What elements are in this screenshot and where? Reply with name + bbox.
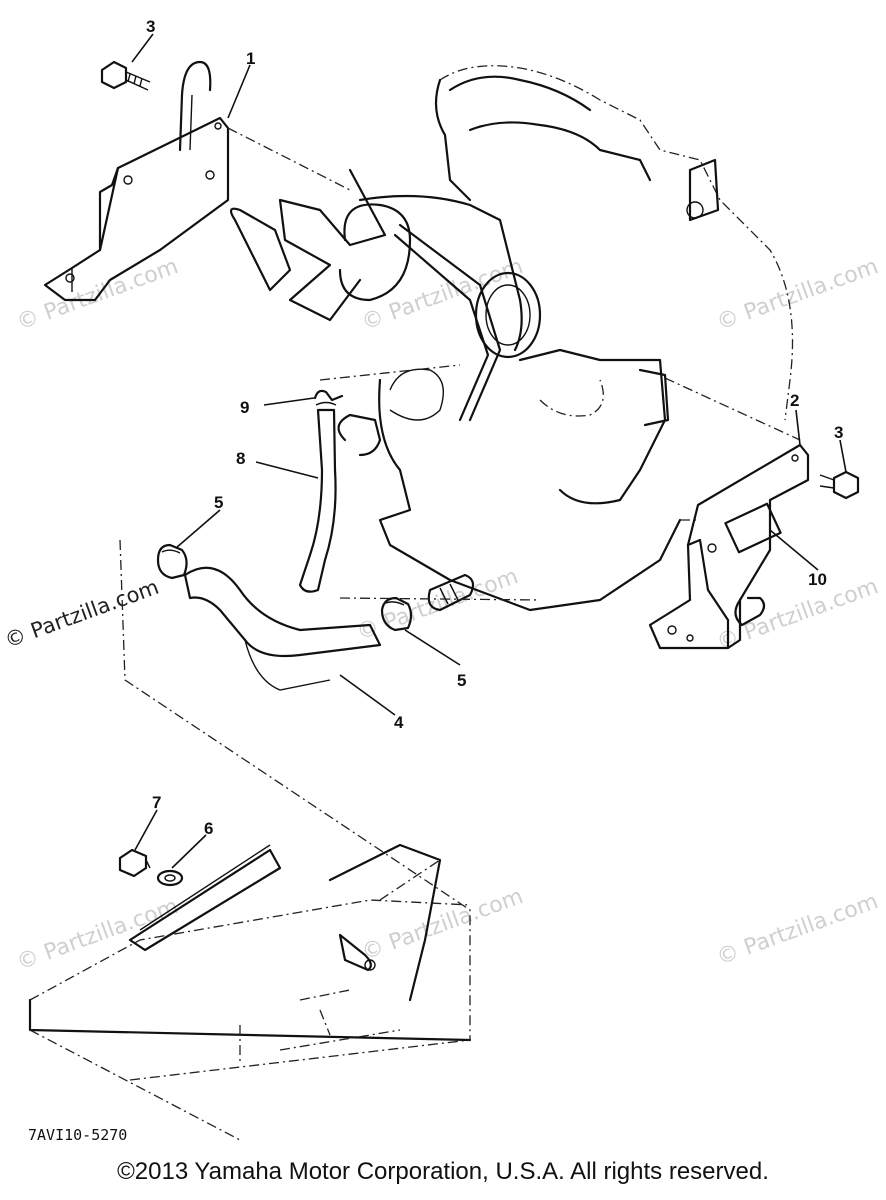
- leader-line: [119, 539, 471, 1040]
- engine-block: [227, 65, 801, 612]
- washer-6: [156, 869, 184, 887]
- bolt-top-left: [100, 60, 151, 91]
- diagram-code: 7AVI10-5270: [28, 1126, 127, 1144]
- callout-6: 6: [204, 819, 213, 838]
- watermark: © Partzilla.com: [714, 889, 882, 971]
- watermark-left: © Partzilla.com: [2, 575, 162, 653]
- callout-9: 9: [240, 398, 249, 417]
- callout-10: 10: [808, 570, 827, 589]
- engine-bracket-left: [43, 60, 230, 302]
- callout-5-left: 5: [214, 493, 223, 512]
- copyright-notice: ©2013 Yamaha Motor Corporation, U.S.A. A…: [117, 1158, 769, 1185]
- clamp-5-right: [380, 596, 413, 632]
- clamp-5-left: [156, 543, 188, 580]
- frame-lower: [28, 843, 472, 1141]
- callout-1: 1: [246, 49, 255, 68]
- callout-7: 7: [152, 793, 161, 812]
- bolt-right: [819, 470, 860, 500]
- hose-8: [298, 401, 337, 593]
- callout-5-right: 5: [457, 671, 466, 690]
- parts-diagram: © Partzilla.com © Partzilla.com © Partzi…: [2, 17, 882, 1144]
- watermark-group: © Partzilla.com © Partzilla.com © Partzi…: [2, 254, 882, 976]
- engine-bracket-right: [648, 443, 810, 650]
- watermark: © Partzilla.com: [14, 894, 182, 976]
- watermark: © Partzilla.com: [354, 564, 522, 646]
- callout-leaders: [131, 33, 847, 869]
- callout-3-right: 3: [834, 423, 843, 442]
- watermark: © Partzilla.com: [714, 574, 882, 656]
- callout-8: 8: [236, 449, 245, 468]
- callout-2: 2: [790, 391, 799, 410]
- watermark: © Partzilla.com: [359, 884, 527, 966]
- callout-4: 4: [394, 713, 404, 732]
- clip-9: [313, 389, 344, 402]
- drain-bolt-7: [118, 848, 151, 878]
- hose-4: [183, 566, 382, 691]
- watermark: © Partzilla.com: [714, 254, 882, 336]
- callout-3-top: 3: [146, 17, 155, 36]
